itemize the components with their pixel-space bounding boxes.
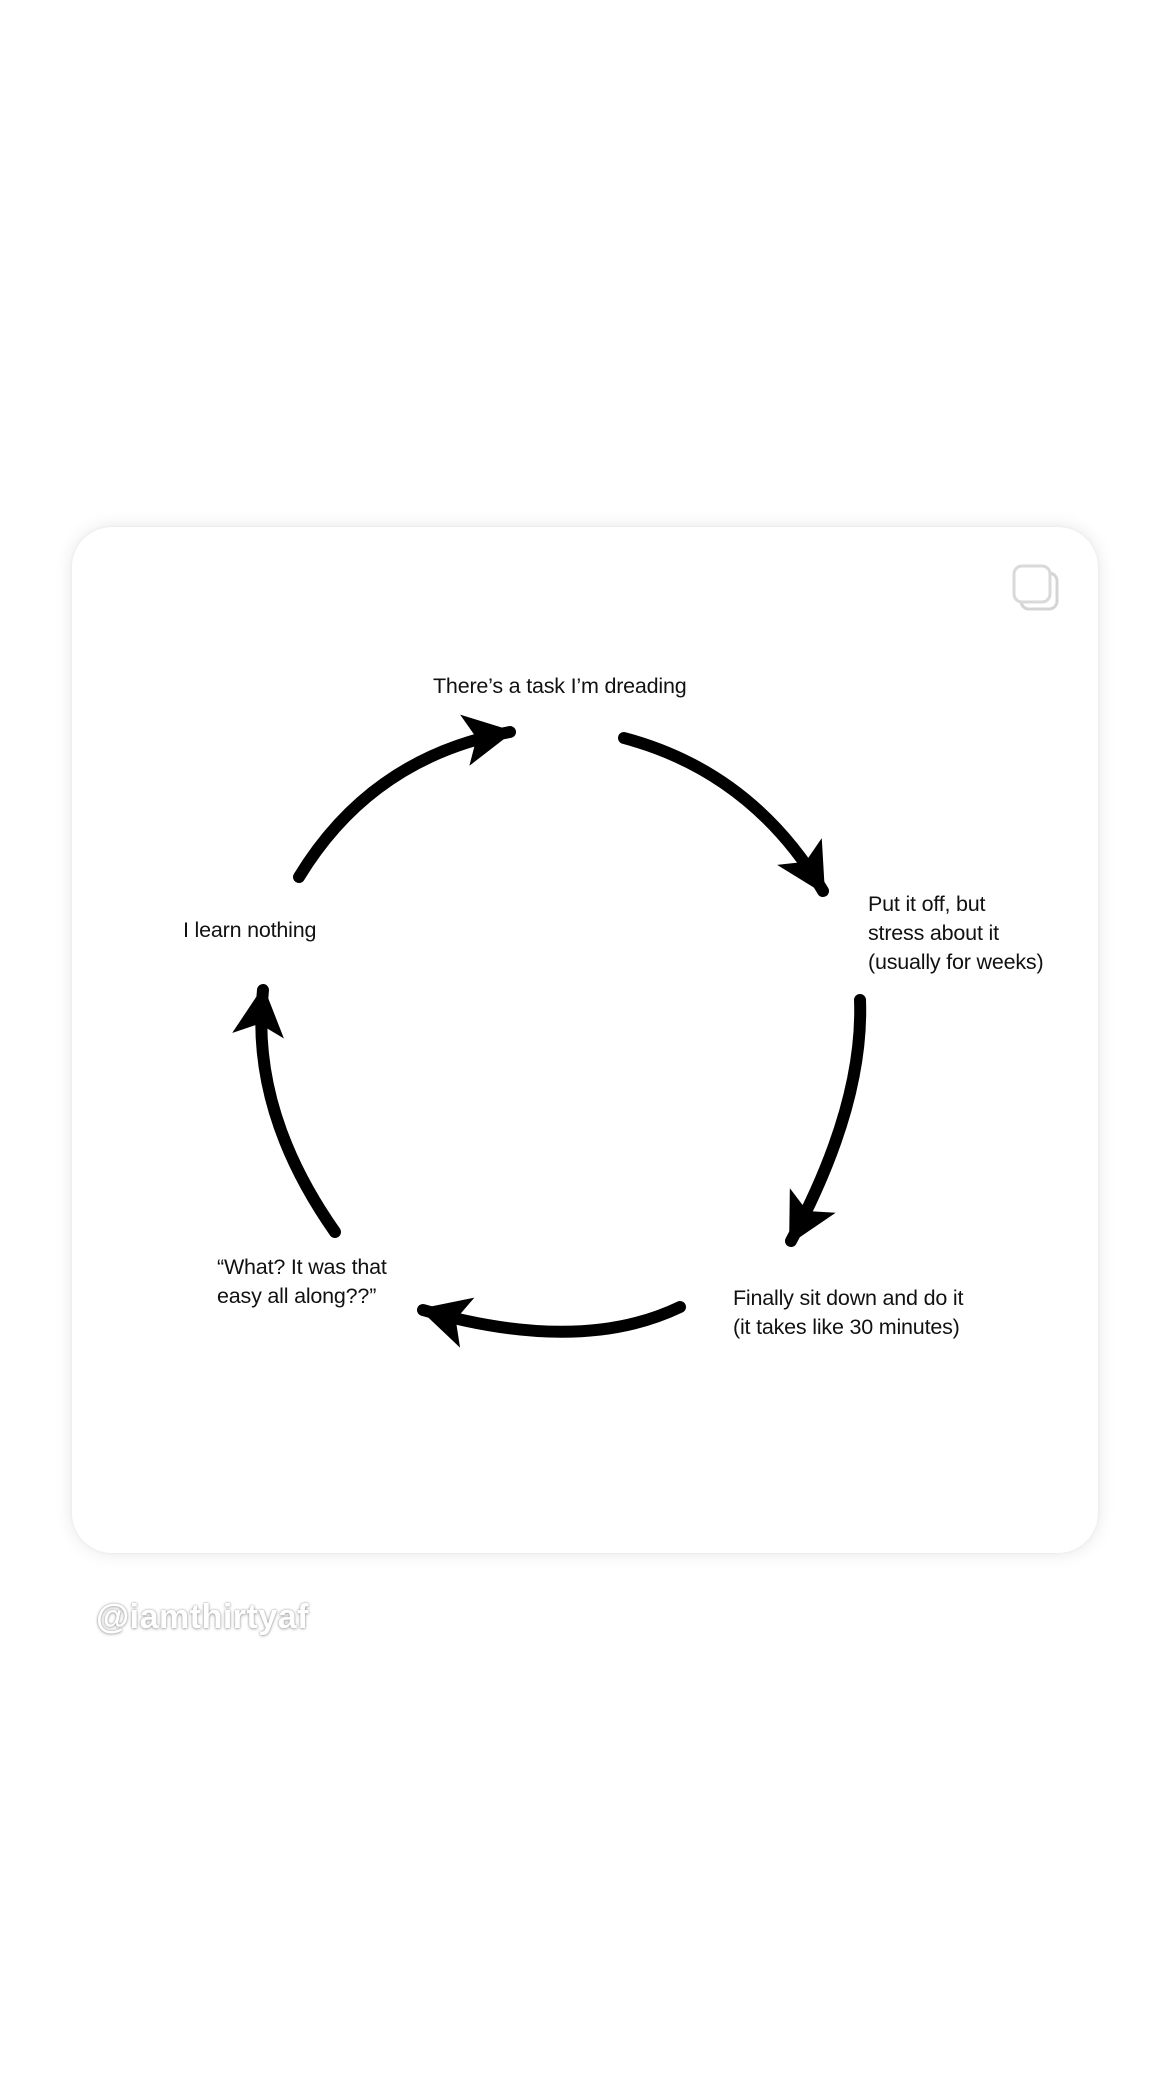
arrow-sitdown-to-easy <box>417 1297 686 1348</box>
arrow-easy-to-learnnothing <box>232 984 341 1238</box>
step-task-dreading: There’s a task I’m dreading <box>433 674 687 698</box>
step-put-it-off: Put it off, but stress about it (usually… <box>868 892 1044 974</box>
cycle-diagram <box>232 714 867 1348</box>
arrow-putoff-to-sitdown <box>785 994 867 1247</box>
author-handle-watermark: @iamthirtyaf <box>96 1598 309 1636</box>
step-learn-nothing: I learn nothing <box>183 918 317 942</box>
post-card: There’s a task I’m dreading Put it off, … <box>72 527 1098 1553</box>
arrow-dread-to-putoff <box>618 732 829 897</box>
step-easy-all-along: “What? It was that easy all along??” <box>217 1255 387 1308</box>
step-sit-down: Finally sit down and do it (it takes lik… <box>733 1286 964 1339</box>
arrow-learnnothing-to-dread <box>293 714 516 883</box>
multiple-images-icon[interactable] <box>1010 562 1066 618</box>
